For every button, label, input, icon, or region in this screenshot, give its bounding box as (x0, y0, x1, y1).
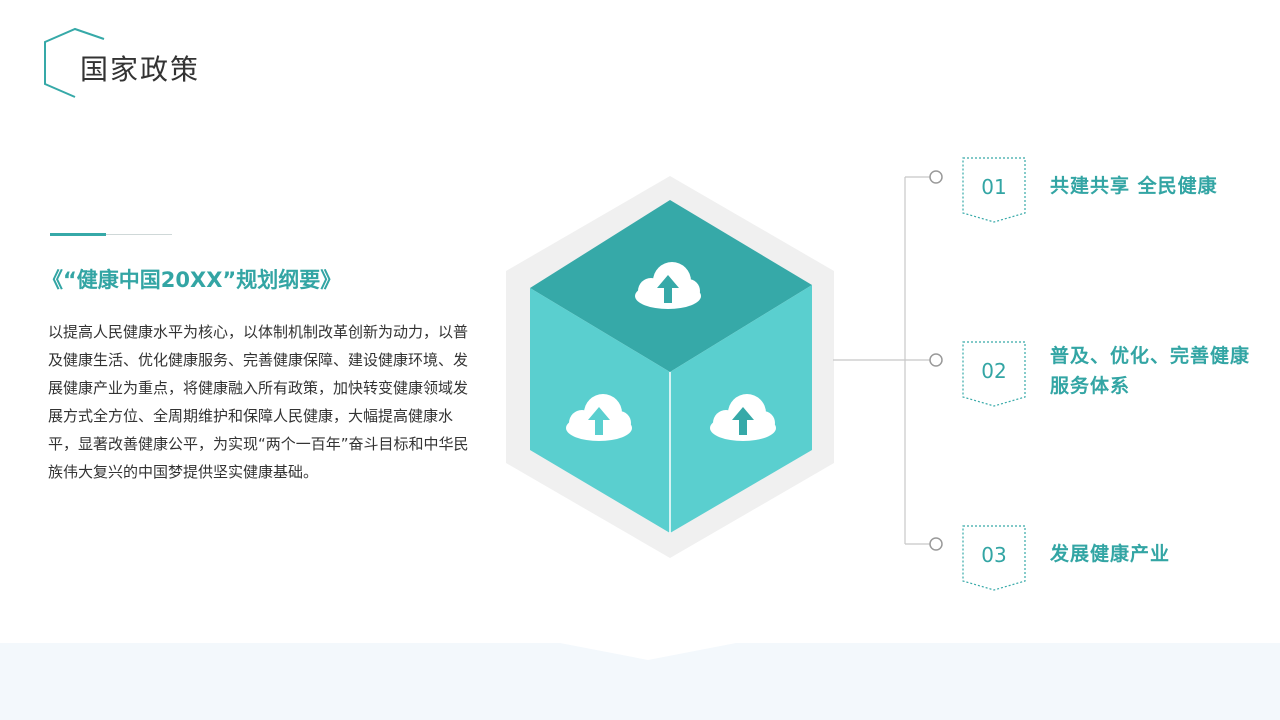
item-number: 03 (981, 543, 1007, 567)
item-label: 普及、优化、完善健康服务体系 (1050, 345, 1251, 397)
item-number: 01 (981, 175, 1007, 199)
accent-divider (50, 233, 172, 236)
item-number: 02 (981, 359, 1007, 383)
policy-title: 《“健康中国20XX”规划纲要》 (42, 268, 342, 292)
connector-lines (833, 170, 943, 551)
connector-node (929, 170, 943, 184)
policy-body: 以提高人民健康水平为核心，以体制机制改革创新为动力，以普及健康生活、优化健康服务… (48, 323, 469, 481)
cloud-upload-icon (710, 394, 776, 441)
number-badge: 03 (962, 525, 1026, 591)
number-badge: 02 (962, 341, 1026, 407)
connector-node (929, 353, 943, 367)
connector-node (929, 537, 943, 551)
cube-graphic (506, 176, 834, 558)
cloud-upload-icon (635, 262, 701, 309)
cloud-upload-icon (566, 394, 632, 441)
title-hexagon-icon (44, 27, 105, 98)
number-badge: 01 (962, 157, 1026, 223)
item-label: 发展健康产业 (1050, 543, 1171, 565)
page-title: 国家政策 (80, 53, 201, 86)
item-label: 共建共享 全民健康 (1050, 175, 1218, 197)
